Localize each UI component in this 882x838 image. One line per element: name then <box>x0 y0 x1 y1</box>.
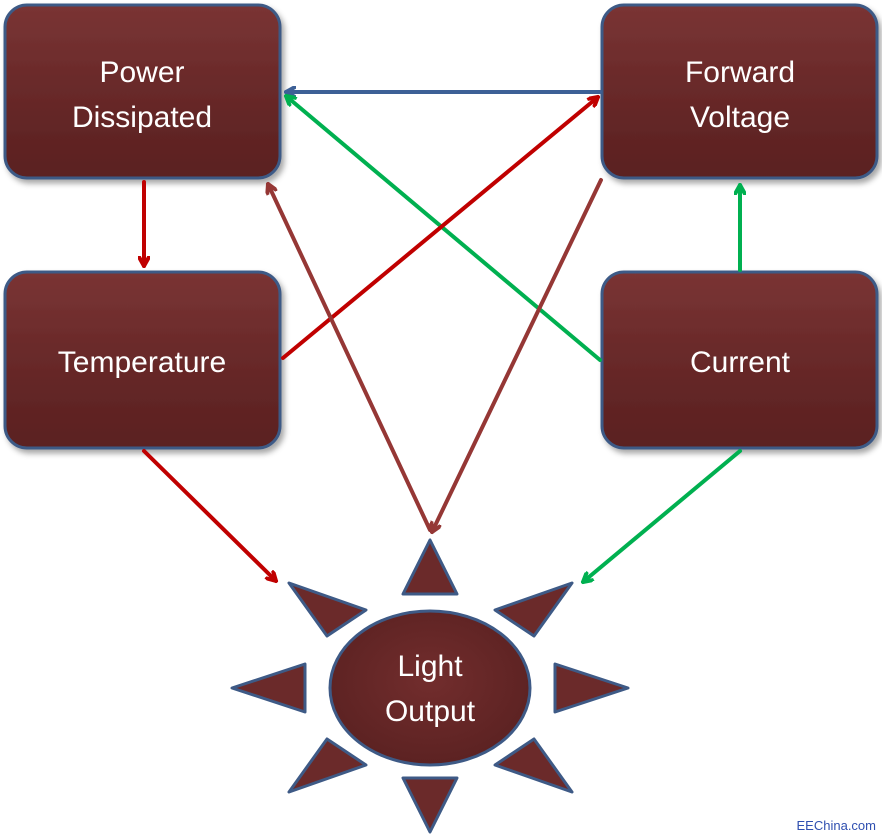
forward-voltage-line2: Voltage <box>690 101 790 134</box>
sun-ray-top-right <box>493 581 574 638</box>
light-output-line2: Output <box>385 695 476 728</box>
temperature-label: Temperature <box>58 346 226 379</box>
arrows <box>142 92 742 584</box>
light-output-line1: Light <box>397 650 463 683</box>
sun-ray-right <box>553 662 630 714</box>
forward-voltage-line1: Forward <box>685 56 795 89</box>
current-label: Current <box>690 346 791 379</box>
sun-ray-bottom-left <box>287 737 368 794</box>
arrow-temperature-to-light-output <box>142 449 278 583</box>
sun-ray-left <box>230 662 307 714</box>
power-dissipated-line1: Power <box>99 56 184 89</box>
sun-ray-top <box>401 538 459 596</box>
watermark-text: EEChina.com <box>797 818 876 833</box>
sun-ray-bottom-right <box>493 737 574 794</box>
arrow-forward-voltage-to-light-output <box>432 178 603 534</box>
sun-rays <box>230 538 630 834</box>
node-light-output: Light Output <box>230 538 630 834</box>
node-forward-voltage: Forward Voltage <box>600 3 879 180</box>
sun-ray-top-left <box>287 581 368 638</box>
power-dissipated-line2: Dissipated <box>72 101 212 134</box>
sun-ray-bottom <box>401 776 459 834</box>
sun-core <box>328 609 532 767</box>
node-power-dissipated: Power Dissipated <box>3 3 282 180</box>
arrow-current-to-light-output <box>581 449 742 584</box>
arrow-light-output-to-power-dissipated <box>268 182 432 532</box>
node-temperature: Temperature <box>3 270 282 450</box>
arrow-temperature-to-forward-voltage <box>281 95 600 360</box>
node-current: Current <box>600 270 879 450</box>
